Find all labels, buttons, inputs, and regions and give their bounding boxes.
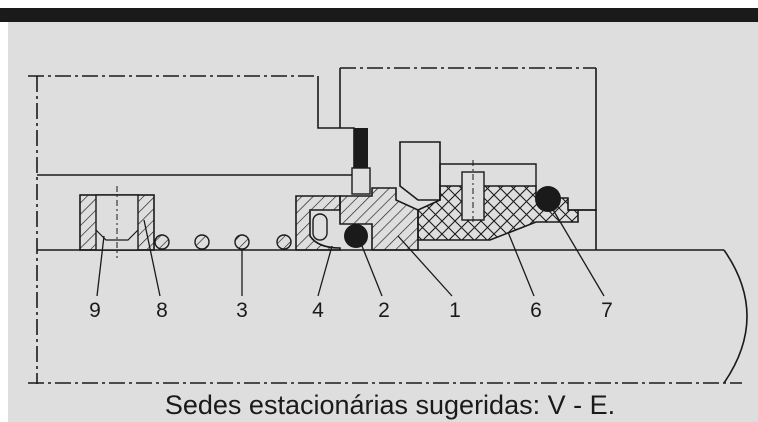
caption: Sedes estacionárias sugeridas: V - E.	[165, 390, 615, 420]
shaft-end	[723, 249, 748, 384]
leader-lines	[96, 207, 605, 297]
label-part-1: 1	[449, 299, 461, 322]
label-part-9: 9	[89, 299, 101, 322]
label-part-3: 3	[236, 299, 248, 322]
top-bar	[0, 8, 758, 22]
part-collar	[79, 186, 155, 258]
label-part-8: 8	[156, 299, 168, 322]
label-part-4: 4	[312, 299, 324, 322]
label-part-7: 7	[601, 299, 613, 322]
part-o-ring-7	[535, 186, 561, 212]
part-spring	[154, 234, 292, 250]
anti-rotation-pin	[354, 128, 368, 168]
part-seal-face	[339, 141, 441, 251]
label-part-6: 6	[530, 299, 542, 322]
part-o-ring-2	[344, 224, 368, 248]
label-part-2: 2	[378, 299, 390, 322]
pin-holder	[351, 167, 371, 195]
